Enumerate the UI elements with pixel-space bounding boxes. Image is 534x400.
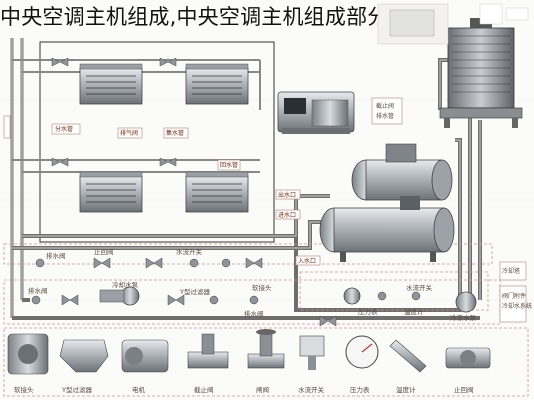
label-thermometer: 温度计 (404, 307, 424, 316)
component-check-valve (445, 347, 491, 369)
label-side-box: 阀门附件 (502, 292, 526, 300)
component-y-filter (59, 339, 109, 373)
bottom-label-1: 软接头 (14, 385, 34, 394)
valve-row-1 (35, 257, 263, 269)
indoor-units-frame (39, 41, 275, 243)
cooling-tower (439, 18, 523, 128)
label-drain-pipe: 排水管 (376, 112, 394, 120)
valve-row-2 (31, 291, 421, 327)
component-soft-joint (7, 333, 49, 375)
label-pressure-gauge: 压力表 (358, 307, 378, 316)
label-soft-joint: 软接头 (252, 283, 272, 292)
bottom-label-2: Y型过滤器 (61, 385, 92, 394)
component-stop-valve (187, 333, 229, 369)
label-check-valve: 止回阀 (94, 247, 114, 256)
main-chiller (319, 143, 455, 262)
bottom-label-4: 截止阀 (194, 385, 214, 394)
label-side-box-2: 冷却水系统 (502, 302, 532, 310)
label-inlet-upper: 进水口 (278, 211, 296, 219)
label-exhaust-valve: 排气阀 (120, 129, 138, 137)
component-gate-valve (247, 329, 285, 369)
label-water-flow-switch-2: 水流开关 (406, 283, 433, 292)
label-pump-1: 冷却水泵 (112, 280, 139, 289)
label-drain-left-2: 排水阀 (28, 286, 48, 295)
bottom-label-9: 止回阀 (454, 385, 474, 394)
chiller-small (277, 91, 355, 134)
label-expansion-tank: 截止阀 (376, 102, 394, 110)
component-motor (121, 339, 169, 373)
pump-right (455, 291, 477, 313)
component-photos (7, 329, 491, 375)
label-inlet-lower: 入水口 (298, 257, 316, 265)
component-pressure-gauge (345, 335, 379, 369)
component-flow-switch (299, 335, 325, 370)
indoor-unit-4 (185, 171, 249, 213)
bottom-label-7: 压力表 (350, 385, 370, 394)
inline-valves (51, 57, 177, 167)
label-water-flow-switch: 水流开关 (176, 247, 203, 256)
bottom-label-3: 电机 (132, 385, 146, 394)
pump-left (99, 286, 140, 306)
indoor-unit-2 (185, 63, 249, 105)
component-thermometer (389, 339, 427, 373)
page-title: 中央空调主机组成,中央空调主机组成部分 (0, 5, 389, 29)
label-collector-pipe: 集水管 (166, 129, 184, 137)
label-pump-2: 冷冻水泵 (450, 313, 477, 322)
bottom-label-6: 水流开关 (298, 385, 325, 394)
bottom-label-8: 温度计 (396, 385, 416, 394)
indoor-unit-1 (79, 63, 143, 105)
label-return-pipe: 回水管 (220, 161, 238, 169)
indoor-unit-3 (79, 171, 143, 213)
label-outlet-upper: 出水口 (278, 191, 296, 199)
label-drain-left-1: 排水阀 (46, 251, 66, 260)
label-cooling-tower: 冷却塔 (502, 267, 520, 275)
bottom-label-row: 软接头 Y型过滤器 电机 截止阀 闸阀 水流开关 压力表 温度计 止回阀 (14, 385, 474, 394)
label-boxes (3, 115, 241, 171)
left-vertical-pipes (10, 38, 24, 318)
pump-center (343, 287, 361, 305)
label-y-filter: Y型过滤器 (179, 287, 210, 296)
label-branch-pipe: 分水管 (55, 125, 73, 133)
label-drain-center: 排水阀 (244, 309, 264, 318)
bottom-label-5: 闸阀 (256, 385, 269, 394)
